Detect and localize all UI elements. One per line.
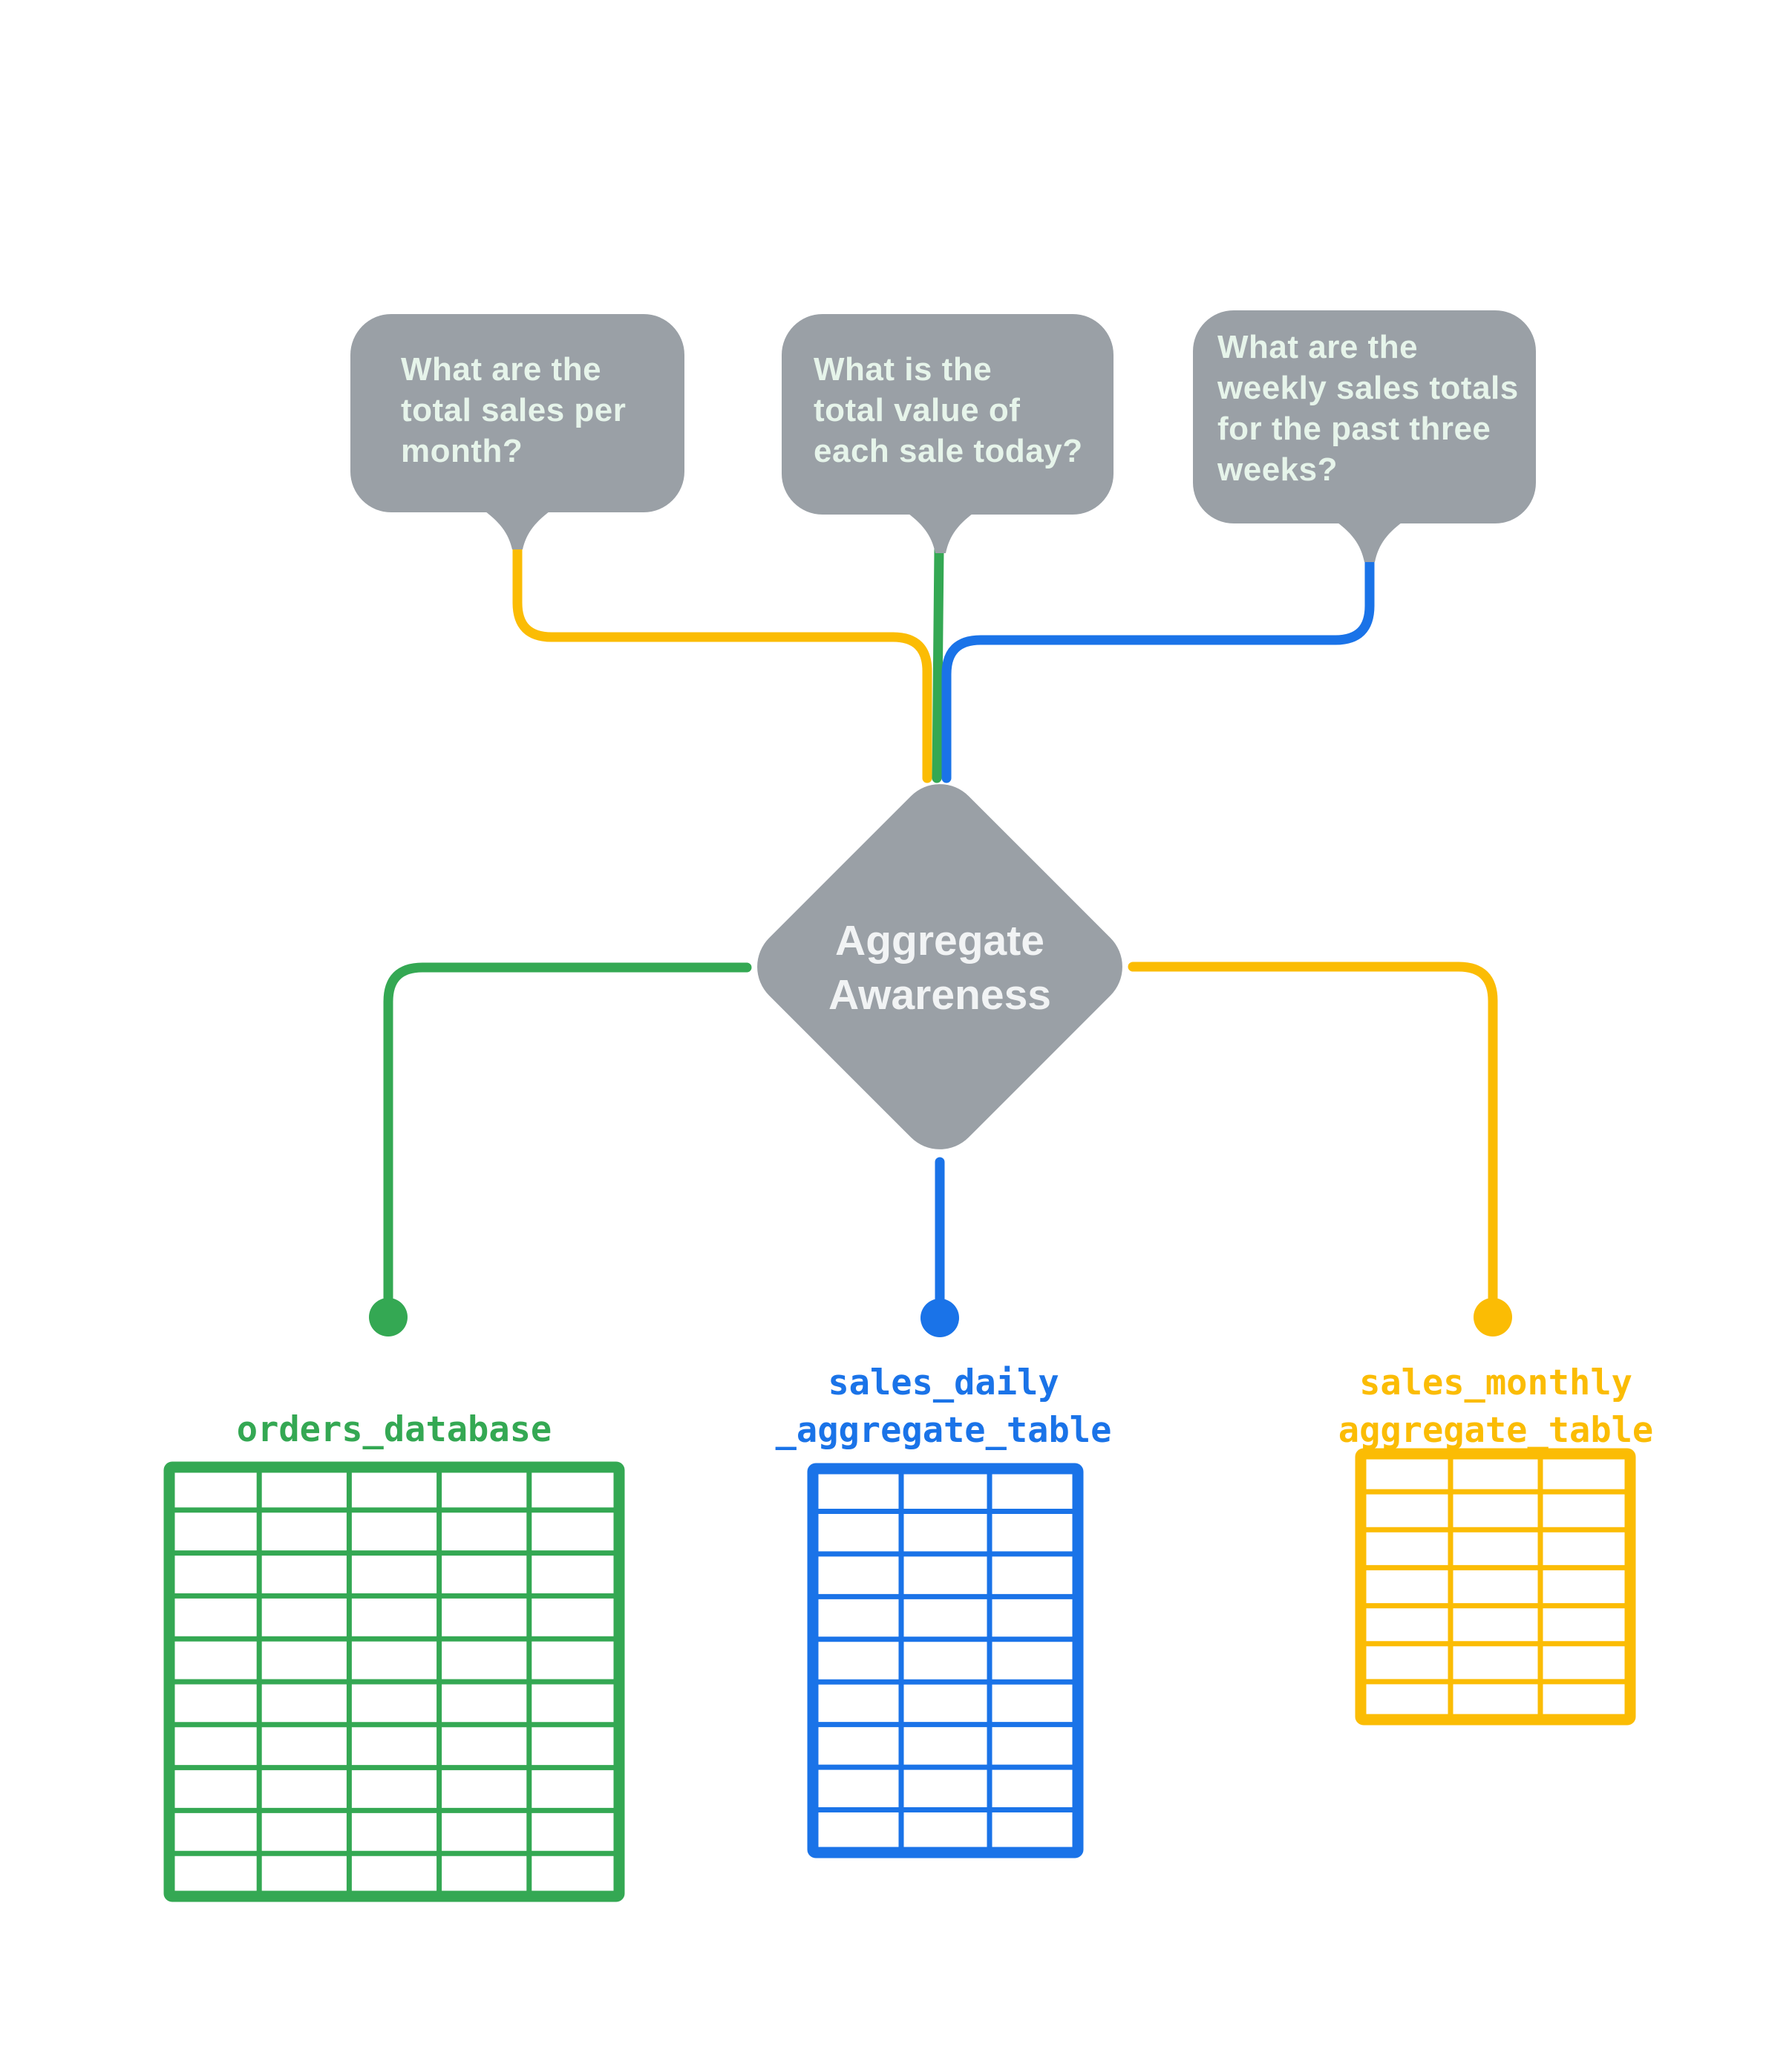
question-weekly-text: What are the weekly sales totals for the…	[1217, 329, 1519, 488]
orders-database-table	[163, 1461, 625, 1902]
blue-endpoint-dot	[920, 1299, 959, 1337]
connector-daily-question	[932, 544, 944, 783]
diamond-title: Aggregate Awareness	[828, 917, 1051, 1019]
green-endpoint-dot	[369, 1298, 408, 1336]
connector-weekly-question	[941, 555, 1375, 783]
yellow-endpoint-dot	[1474, 1298, 1512, 1336]
sales-monthly-aggregate-table	[1355, 1448, 1636, 1726]
orders-database-label: orders_database	[236, 1409, 552, 1450]
sales-daily-aggregate-label: sales_daily _aggregate_table	[775, 1362, 1112, 1451]
question-monthly-text: What are the total sales per month?	[401, 351, 627, 469]
question-daily-text: What is the total value of each sale tod…	[814, 351, 1083, 469]
speech-bubble-weekly	[1193, 310, 1536, 562]
sales-monthly-aggregate-label: sales_monthly aggregate_table	[1338, 1362, 1654, 1451]
aggregate-awareness-diamond	[757, 784, 1122, 1149]
connector-monthly-table	[1128, 962, 1498, 1307]
green-table-border	[163, 1461, 625, 1902]
connector-monthly-question	[512, 541, 932, 783]
connector-orders-database	[383, 962, 752, 1307]
speech-bubble-monthly	[350, 314, 684, 549]
yellow-table-border	[1355, 1448, 1636, 1726]
sales-daily-aggregate-table	[807, 1463, 1084, 1858]
blue-table-border	[807, 1463, 1084, 1858]
speech-bubble-daily	[782, 314, 1114, 553]
